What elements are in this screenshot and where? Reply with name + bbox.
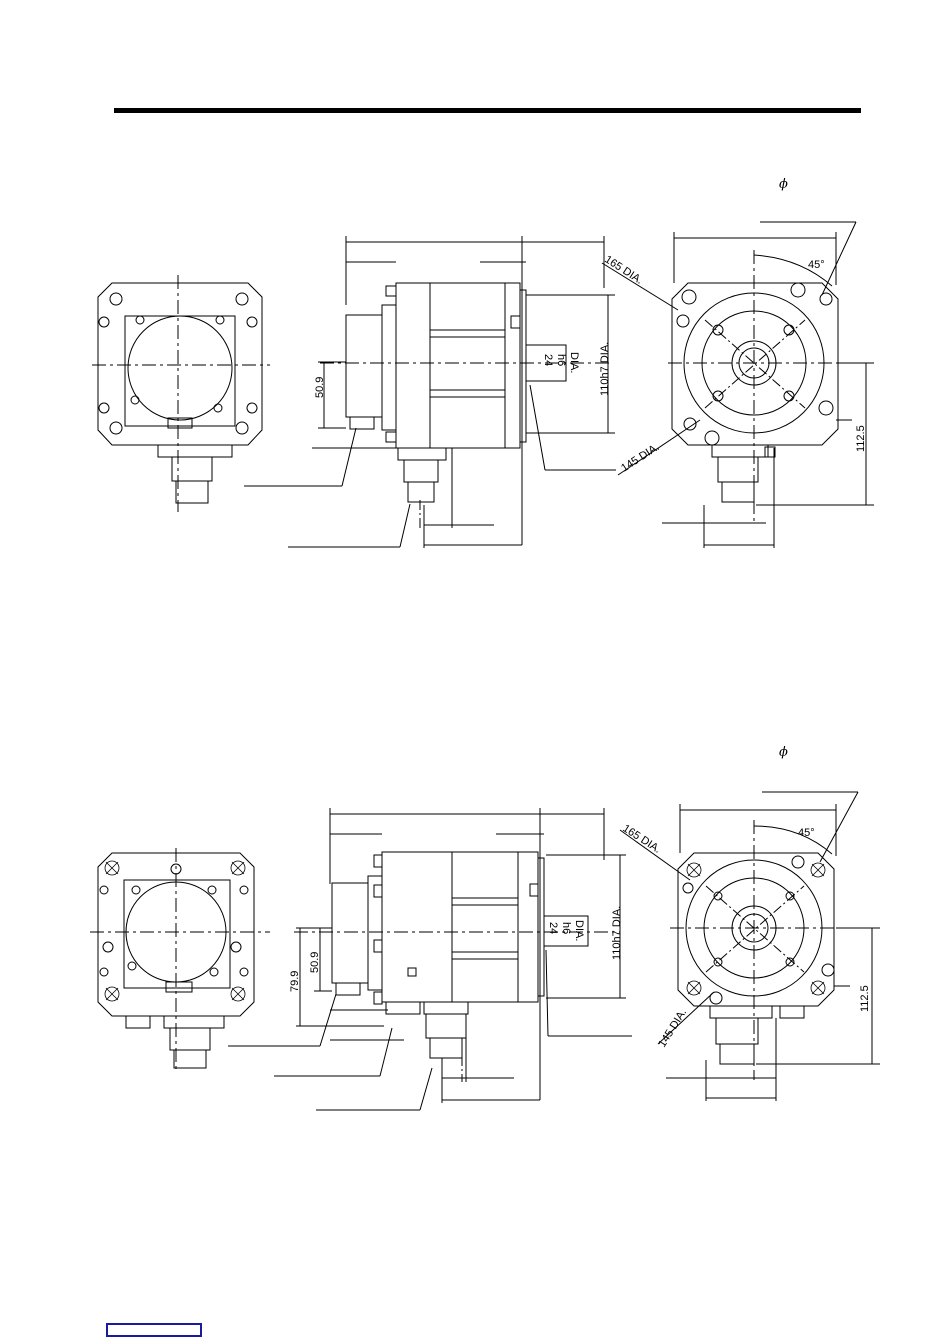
drawing-2: ϕ [90,745,880,1110]
drawing-1: ϕ [92,177,874,548]
flange-dia-1: 165 DIA. [602,253,644,286]
connector-dim-a-2: 79.9 [289,971,301,992]
shaft-dim-line2-1: h6 [555,354,567,366]
angle-1: 45° [808,259,825,271]
shaft-dim-line2-2: h6 [560,922,572,934]
pcd-dia-1: 145 DIA. [619,441,661,474]
front-view-2 [620,792,880,1101]
phi-symbol-1: ϕ [779,177,788,192]
page-number-box[interactable] [106,1323,202,1337]
side-view-1 [288,236,616,548]
height-dim-1: 112.5 [855,425,867,452]
flange-dia-2: 165 DIA. [620,822,662,855]
shaft-dim-line3-1: DIA. [568,352,580,373]
shaft-dim-line3-2: DIA. [573,920,585,941]
height-dim-2: 112.5 [859,985,871,1012]
pcd-dia-2: 145 DIA. [656,1007,689,1050]
pilot-dia-1: 110h7 DIA. [599,342,611,396]
shaft-dim-line1-1: 24 [542,354,554,366]
header-rule [114,108,861,113]
connector-dim-b-2: 50.9 [309,952,321,973]
shaft-dim-line1-2: 24 [547,922,559,934]
side-view-2 [294,808,632,1103]
rear-view-2 [90,848,432,1110]
phi-symbol-2: ϕ [779,745,788,760]
pilot-dia-2: 110h7 DIA. [611,906,623,960]
angle-2: 45° [798,827,815,839]
front-view-1 [602,222,874,548]
connector-dim-1: 50.9 [314,377,326,398]
